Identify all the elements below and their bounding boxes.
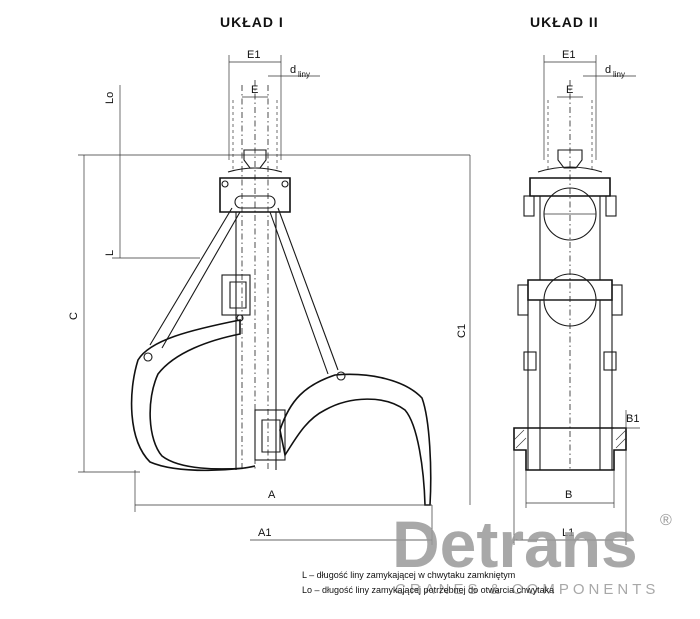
layout-1-grab: A A1 bbox=[130, 149, 433, 545]
dim-e1-label-2: E1 bbox=[562, 49, 575, 61]
dim-l1-label: L1 bbox=[562, 527, 574, 539]
dim-a-label: A bbox=[268, 489, 276, 501]
dim-d-label-1: d bbox=[290, 64, 296, 76]
dim-d-sub-1: liny bbox=[298, 70, 310, 79]
dim-d-sub-2: liny bbox=[613, 70, 625, 79]
dim-lo-label: Lo bbox=[104, 92, 116, 104]
layout-2-rope-dimensions: E1 d liny E bbox=[543, 49, 636, 470]
note-lo: Lo – długość liny zamykającej potrzebnej… bbox=[302, 585, 554, 595]
layout-1-title: UKŁAD I bbox=[220, 14, 284, 30]
layout-2-grab: B1 B L1 bbox=[513, 149, 640, 545]
layout-1-rope-dimensions: E1 d liny E bbox=[228, 49, 320, 470]
dim-c-label: C bbox=[68, 312, 80, 320]
brand-name: Detrans bbox=[392, 507, 638, 581]
brand-tagline: CRANES & COMPONENTS bbox=[395, 581, 659, 598]
dim-d-label-2: d bbox=[605, 64, 611, 76]
dim-a1-label: A1 bbox=[258, 527, 271, 539]
registered-mark: ® bbox=[660, 512, 672, 529]
detrans-logo-watermark: Detrans ® CRANES & COMPONENTS bbox=[392, 507, 672, 598]
dim-e1-label-1: E1 bbox=[247, 49, 260, 61]
layout-2-title: UKŁAD II bbox=[530, 14, 599, 30]
dim-c1-label: C1 bbox=[456, 324, 468, 338]
jaw-hatching bbox=[513, 429, 627, 449]
dim-b-label: B bbox=[565, 489, 572, 501]
dim-l-label: L bbox=[104, 250, 116, 256]
dim-b1-label: B1 bbox=[626, 413, 639, 425]
note-l: L – długość liny zamykającej w chwytaku … bbox=[302, 570, 515, 580]
layout-1-vertical-dimensions: Lo L C C1 bbox=[68, 85, 471, 505]
